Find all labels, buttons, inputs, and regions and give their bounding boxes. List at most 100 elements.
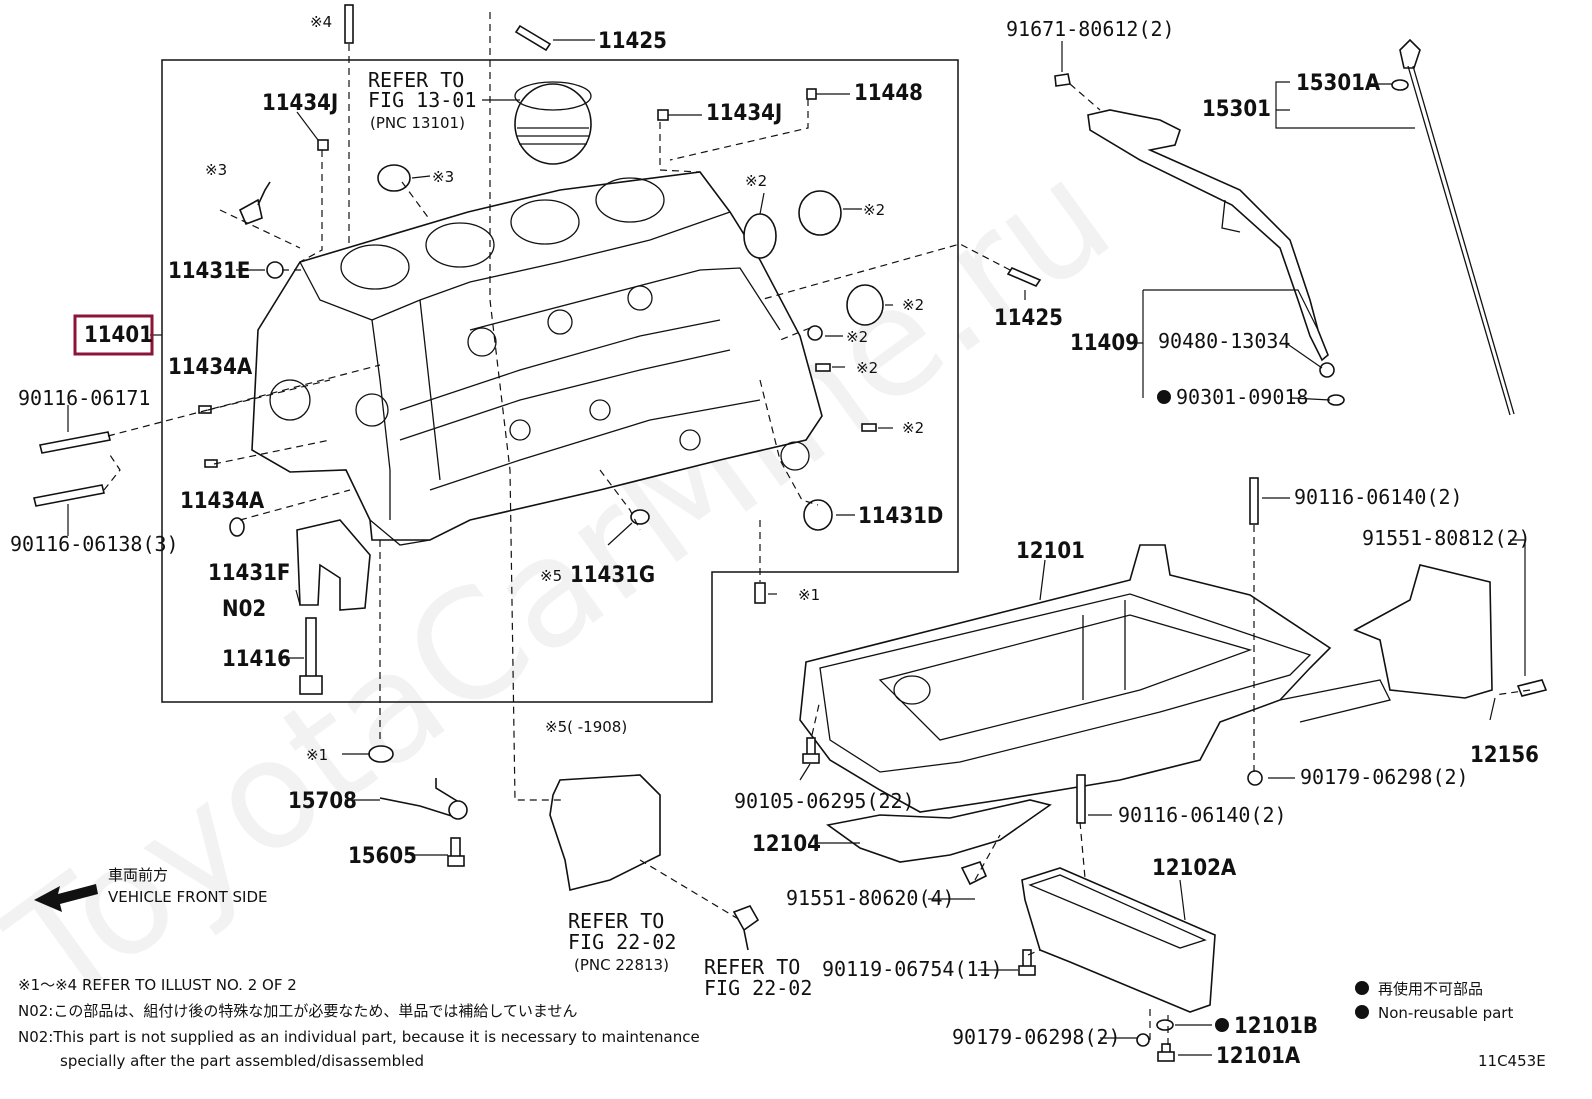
label-12102A[interactable]: 12102A [1152, 856, 1237, 881]
label-90116-06140-a[interactable]: 90116-06140(2) [1294, 485, 1463, 509]
label-91551-80812[interactable]: 91551-80812(2) [1362, 526, 1531, 550]
diagram-code: 11C453E [1478, 1052, 1546, 1070]
label-15301A[interactable]: 15301A [1296, 71, 1381, 96]
label-11431F[interactable]: 11431F [208, 561, 290, 586]
label-90301[interactable]: 90301-09018 [1176, 385, 1308, 409]
plug-11448 [806, 88, 817, 100]
label-90105[interactable]: 90105-06295(22) [734, 789, 915, 813]
plate-12104 [826, 799, 1052, 863]
label-11434A-bot[interactable]: 11434A [180, 489, 265, 514]
label-s4: ※4 [310, 13, 332, 31]
ref-piston-line1: REFER TO [368, 68, 464, 92]
label-s3-a: ※3 [205, 161, 227, 179]
bracket-15708-end [448, 800, 468, 820]
label-90116-06138[interactable]: 90116-06138(3) [10, 532, 179, 556]
bolt-fig22 [732, 905, 760, 951]
footnote-3: N02:This part is not supplied as an indi… [18, 1028, 700, 1046]
block-group-frame [161, 59, 959, 703]
label-11416[interactable]: 11416 [222, 647, 291, 672]
piston-drawing [514, 81, 592, 165]
oil-dipstick-15301 [1391, 38, 1515, 416]
label-11434J-right[interactable]: 11434J [706, 101, 782, 126]
seal-11431F [229, 517, 245, 537]
ref-timing-line3: (PNC 22813) [574, 956, 669, 974]
label-90116-06171[interactable]: 90116-06171 [18, 386, 150, 410]
oil-pan-12102A[interactable] [1021, 867, 1216, 1013]
seal-11431G [630, 509, 650, 525]
label-12104[interactable]: 12104 [752, 832, 821, 857]
note-s5: ※5( -1908) [545, 718, 627, 736]
nut-90179-a [1247, 770, 1263, 786]
dashed-connectors [103, 12, 1531, 1045]
legend-en: Non-reusable part [1378, 1004, 1513, 1022]
label-90179-a[interactable]: 90179-06298(2) [1300, 765, 1469, 789]
label-11431E[interactable]: 11431E [168, 259, 250, 284]
label-90480[interactable]: 90480-13034 [1158, 329, 1290, 353]
label-11431D[interactable]: 11431D [858, 504, 943, 529]
ref-piston-line2: FIG 13-01 [368, 88, 476, 112]
bolt-90119 [1018, 949, 1036, 976]
stud-90116-06171 [39, 431, 111, 454]
pin-s2-f [861, 423, 877, 432]
front-arrow-icon [34, 884, 98, 912]
label-11401[interactable]: 11401 [84, 323, 153, 348]
plug-s3 [377, 164, 411, 192]
label-s2-a: ※2 [745, 172, 767, 190]
label-s2-c: ※2 [902, 296, 924, 314]
part-labels: 11401 11425 11425 11434J 11434J 11448 11… [10, 13, 1539, 1069]
label-11448[interactable]: 11448 [854, 81, 923, 106]
baffle-12156 [1353, 564, 1493, 699]
label-s2-d: ※2 [846, 328, 868, 346]
label-12101B[interactable]: 12101B [1234, 1014, 1318, 1039]
label-11431G[interactable]: 11431G [570, 563, 655, 588]
label-15301[interactable]: 15301 [1202, 97, 1271, 122]
label-15605[interactable]: 15605 [348, 844, 417, 869]
footnote-1: ※1～※4 REFER TO ILLUST NO. 2 OF 2 [18, 976, 297, 994]
label-11434J-left[interactable]: 11434J [262, 91, 338, 116]
label-11434A-top[interactable]: 11434A [168, 355, 253, 380]
label-12101[interactable]: 12101 [1016, 539, 1085, 564]
cylinder-block-drawing[interactable] [251, 171, 823, 546]
plug-12101A [1157, 1043, 1175, 1062]
label-91671[interactable]: 91671-80612(2) [1006, 17, 1175, 41]
label-N02[interactable]: N02 [222, 597, 266, 622]
plug-s1-bottom [368, 745, 394, 763]
label-90116-06140-b[interactable]: 90116-06140(2) [1118, 803, 1287, 827]
non-reusable-dot-12101B [1215, 1018, 1229, 1032]
stud-11425-top [514, 24, 552, 52]
label-s2-b: ※2 [863, 201, 885, 219]
footnote-4: specially after the part assembled/disas… [60, 1052, 424, 1070]
label-12156[interactable]: 12156 [1470, 743, 1539, 768]
ref-timing-line2: FIG 22-02 [568, 930, 676, 954]
stud-s4 [344, 4, 354, 44]
pin-s1 [754, 582, 766, 604]
highlight-box-11401 [73, 314, 154, 356]
ref-bolt-line1: REFER TO [704, 955, 800, 979]
leader-lines [67, 39, 1526, 1056]
plug-s2-c [846, 284, 884, 326]
label-91551-80620[interactable]: 91551-80620(4) [786, 886, 955, 910]
pin-11434J-right [657, 109, 669, 121]
label-11425-right[interactable]: 11425 [994, 306, 1063, 331]
seal-11431E [266, 261, 284, 279]
ref-piston-line3: (PNC 13101) [370, 114, 465, 132]
ref-timing-line1: REFER TO [568, 909, 664, 933]
legend-dot-icon [1355, 981, 1369, 995]
label-15708[interactable]: 15708 [288, 789, 357, 814]
label-90119[interactable]: 90119-06754(11) [822, 957, 1003, 981]
bolt-15605 [447, 837, 465, 867]
bolt-11416 [299, 617, 323, 695]
oil-pan-12101[interactable] [799, 544, 1391, 813]
label-90179-b[interactable]: 90179-06298(2) [952, 1025, 1121, 1049]
label-s5: ※5 [540, 567, 562, 585]
label-11425-top[interactable]: 11425 [598, 29, 667, 54]
ref-bolt-line2: FIG 22-02 [704, 976, 812, 1000]
label-12101A[interactable]: 12101A [1216, 1044, 1301, 1069]
pin-s2-e [815, 363, 831, 372]
legend-jp: 再使用不可部品 [1378, 980, 1483, 998]
plug-s2-d [807, 325, 823, 341]
label-11409[interactable]: 11409 [1070, 331, 1139, 356]
label-s2-f: ※2 [902, 419, 924, 437]
legend: 再使用不可部品 Non-reusable part [1355, 980, 1513, 1022]
